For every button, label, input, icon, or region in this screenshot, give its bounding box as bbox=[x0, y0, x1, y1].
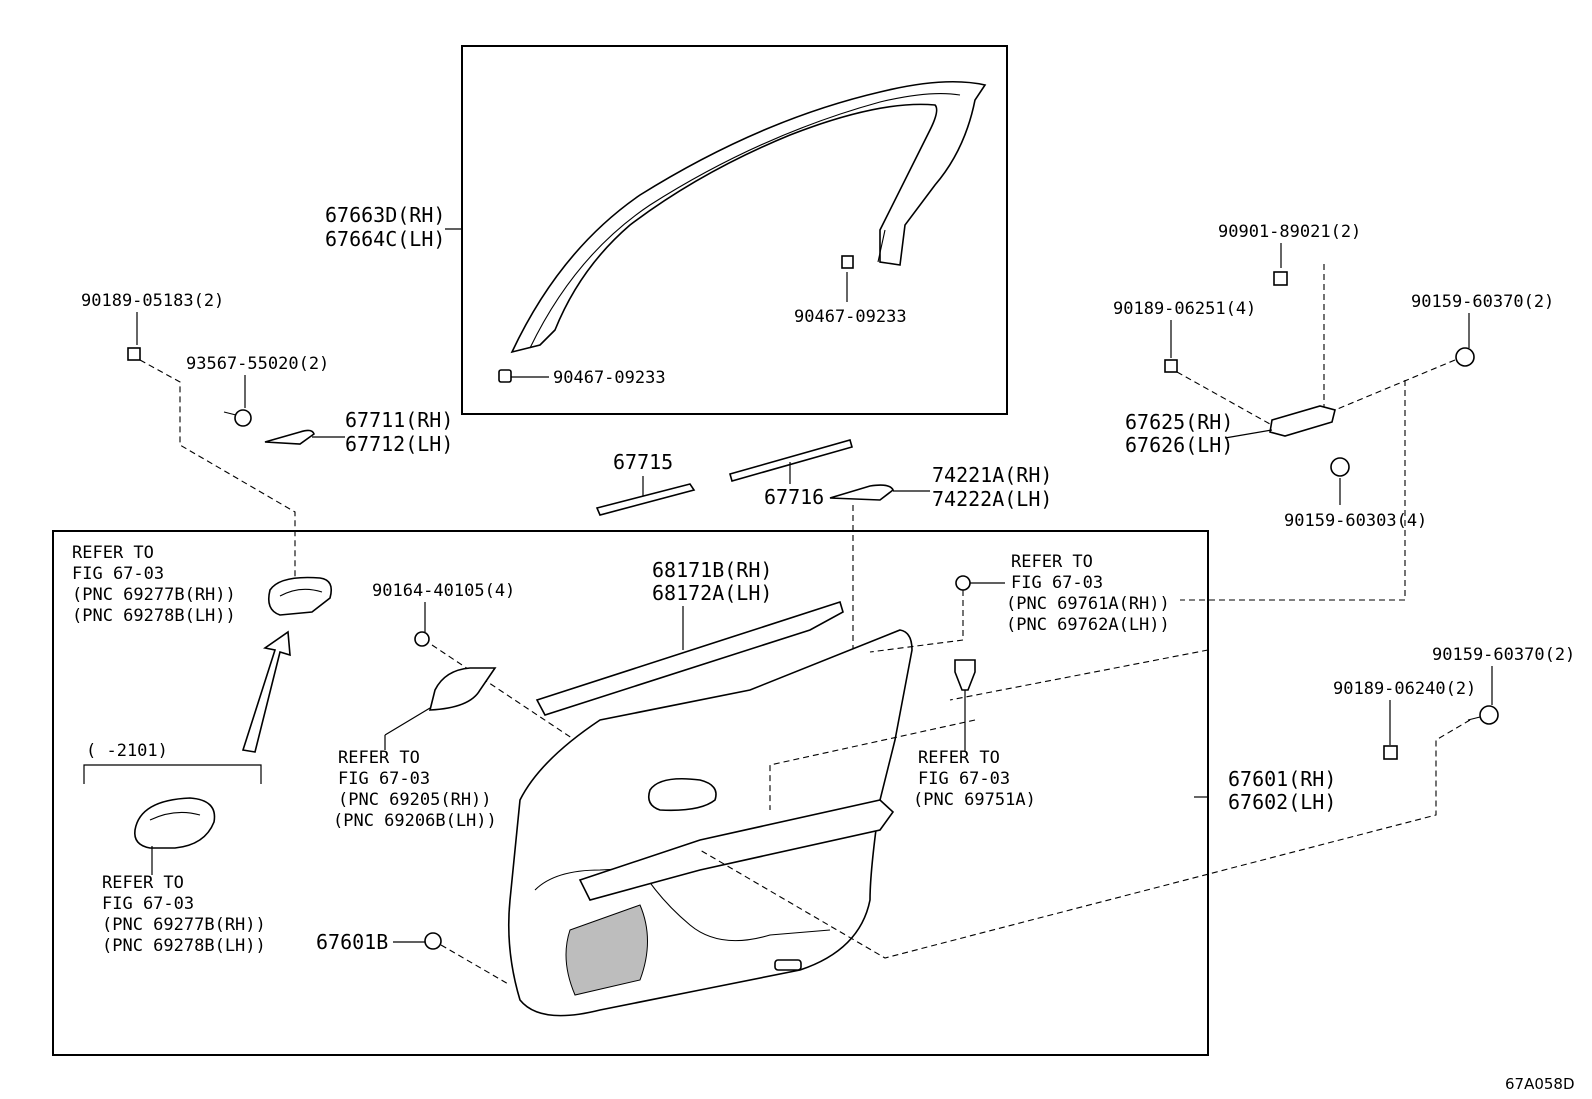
label-refer-old-4: (PNC 69278B(LH)) bbox=[102, 936, 266, 956]
label-refer-handle-3: (PNC 69205(RH)) bbox=[338, 790, 492, 810]
armrest-base bbox=[578, 799, 895, 901]
inner-handle-recess bbox=[647, 777, 717, 812]
clip-right bbox=[1164, 359, 1178, 373]
label-cover-lh: 67712(LH) bbox=[345, 432, 453, 456]
direction-arrow bbox=[241, 630, 291, 753]
clip-left bbox=[127, 347, 141, 361]
label-clip-right: 90189-06251(4) bbox=[1113, 299, 1256, 319]
label-refer-left-3: (PNC 69277B(RH)) bbox=[72, 585, 236, 605]
label-refer-left-4: (PNC 69278B(LH)) bbox=[72, 606, 236, 626]
strip-67715 bbox=[595, 483, 696, 516]
inside-handle-bezel bbox=[267, 576, 333, 616]
label-refer-old-2: FIG 67-03 bbox=[102, 894, 194, 914]
door-trim-panel bbox=[507, 629, 913, 1017]
screw-center bbox=[414, 631, 430, 647]
label-armrest-rh: 74221A(RH) bbox=[932, 463, 1052, 487]
label-refer-switch-2: FIG 67-03 bbox=[918, 769, 1010, 789]
armrest-pad bbox=[829, 484, 894, 501]
label-refer-switch-1: REFER TO bbox=[918, 748, 1000, 768]
inside-handle bbox=[428, 667, 497, 711]
label-refer-right-2: FIG 67-03 bbox=[1011, 573, 1103, 593]
label-bracket-lh: 67626(LH) bbox=[1125, 433, 1233, 457]
screw-far-right bbox=[1479, 705, 1499, 725]
old-handle-bezel bbox=[133, 797, 216, 849]
label-screw-right-mid: 90159-60303(4) bbox=[1284, 511, 1427, 531]
label-clip-far-right: 90189-06240(2) bbox=[1333, 679, 1476, 699]
label-refer-left-1: REFER TO bbox=[72, 543, 154, 563]
label-67716: 67716 bbox=[764, 485, 824, 509]
cover-part bbox=[264, 429, 315, 445]
label-panel-lh: 67602(LH) bbox=[1228, 790, 1336, 814]
label-clip-left: 90189-05183(2) bbox=[81, 291, 224, 311]
label-belt-lh: 68172A(LH) bbox=[652, 581, 772, 605]
label-moulding-lh: 67664C(LH) bbox=[325, 227, 445, 251]
screw-left bbox=[234, 409, 252, 427]
belt-weatherstrip bbox=[535, 600, 844, 716]
label-67715: 67715 bbox=[613, 450, 673, 474]
label-screw-left: 93567-55020(2) bbox=[186, 354, 329, 374]
label-refer-handle-4: (PNC 69206B(LH)) bbox=[333, 811, 497, 831]
figure-code: 67A058D bbox=[1505, 1075, 1575, 1093]
label-screw-far-right: 90159-60370(2) bbox=[1432, 645, 1575, 665]
panel-box bbox=[52, 530, 1209, 1056]
screw-right-mid bbox=[1330, 457, 1350, 477]
label-belt-rh: 68171B(RH) bbox=[652, 558, 772, 582]
label-screw-right-top: 90159-60370(2) bbox=[1411, 292, 1554, 312]
label-bracket-rh: 67625(RH) bbox=[1125, 410, 1233, 434]
label-refer-right-3: (PNC 69761A(RH)) bbox=[1006, 594, 1170, 614]
label-moulding-rh: 67663D(RH) bbox=[325, 203, 445, 227]
label-nut-right: 90901-89021(2) bbox=[1218, 222, 1361, 242]
window-frame-moulding bbox=[510, 80, 987, 354]
label-refer-old-1: REFER TO bbox=[102, 873, 184, 893]
moulding-clip-lower bbox=[498, 369, 512, 383]
label-cap: 67601B bbox=[316, 930, 388, 954]
power-window-switch bbox=[954, 659, 976, 691]
label-clip-upper: 90467-09233 bbox=[794, 307, 907, 327]
label-clip-lower: 90467-09233 bbox=[553, 368, 666, 388]
screw-right-top bbox=[1455, 347, 1475, 367]
label-refer-handle-1: REFER TO bbox=[338, 748, 420, 768]
label-date-range: ( -2101) bbox=[86, 741, 168, 761]
cap bbox=[424, 932, 442, 950]
label-refer-handle-2: FIG 67-03 bbox=[338, 769, 430, 789]
label-refer-right-1: REFER TO bbox=[1011, 552, 1093, 572]
label-cover-rh: 67711(RH) bbox=[345, 408, 453, 432]
label-refer-old-3: (PNC 69277B(RH)) bbox=[102, 915, 266, 935]
pull-pocket bbox=[774, 959, 802, 971]
label-screw-center: 90164-40105(4) bbox=[372, 581, 515, 601]
courtesy-lamp-screw bbox=[955, 575, 971, 591]
label-refer-right-4: (PNC 69762A(LH)) bbox=[1006, 615, 1170, 635]
label-armrest-lh: 74222A(LH) bbox=[932, 487, 1052, 511]
nut-right bbox=[1273, 271, 1288, 286]
label-refer-left-2: FIG 67-03 bbox=[72, 564, 164, 584]
strip-67716 bbox=[729, 439, 853, 482]
bracket bbox=[1269, 405, 1336, 437]
label-panel-rh: 67601(RH) bbox=[1228, 767, 1336, 791]
speaker-grille bbox=[565, 904, 648, 996]
clip-far-right bbox=[1383, 745, 1398, 760]
moulding-box bbox=[461, 45, 1008, 415]
moulding-clip-upper bbox=[841, 255, 854, 269]
label-refer-switch-3: (PNC 69751A) bbox=[913, 790, 1036, 810]
